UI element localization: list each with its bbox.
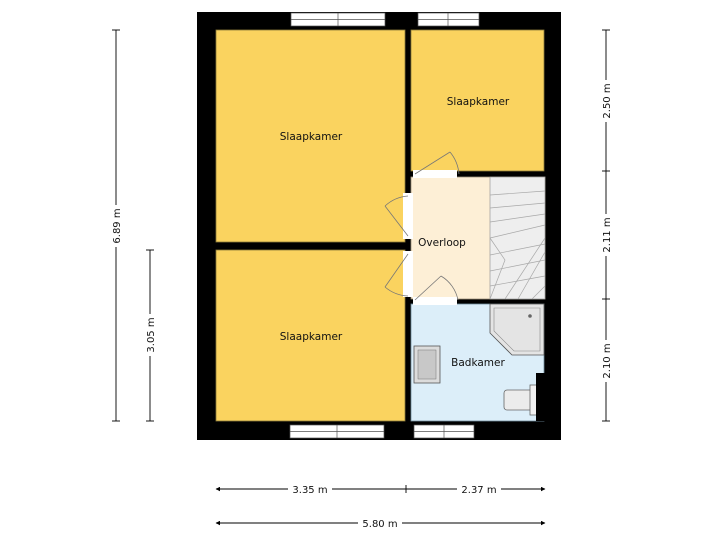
wall-notch xyxy=(536,373,561,421)
dim-label-bottom-total: 5.80 m xyxy=(362,519,397,530)
room-slaapkamer-bottom-left xyxy=(215,249,406,422)
dim-label-left-total: 6.89 m xyxy=(112,208,123,243)
dim-label-bottom-right: 2.37 m xyxy=(461,485,496,496)
label-slaapkamer-top-left: Slaapkamer xyxy=(280,131,343,143)
dimension-right: 2.50 m 2.11 m 2.10 m xyxy=(598,29,614,422)
window-top-right xyxy=(417,12,480,27)
label-overloop: Overloop xyxy=(418,237,466,249)
dimension-bottom-total: 5.80 m xyxy=(215,516,546,530)
room-slaapkamer-top-left xyxy=(215,29,406,243)
shower xyxy=(489,303,545,356)
sink xyxy=(413,345,441,384)
stairs xyxy=(489,176,546,300)
room-slaapkamer-top-right xyxy=(410,29,545,172)
toilet xyxy=(503,384,541,416)
window-top-left xyxy=(290,12,386,27)
window-bottom-right xyxy=(413,424,475,439)
dim-label-right-top: 2.50 m xyxy=(602,83,613,118)
label-badkamer: Badkamer xyxy=(451,357,505,369)
label-slaapkamer-bottom-left: Slaapkamer xyxy=(280,331,343,343)
dimension-left-lower: 3.05 m xyxy=(142,249,158,422)
dim-label-left-lower: 3.05 m xyxy=(146,317,157,352)
dim-label-right-middle: 2.11 m xyxy=(602,217,613,252)
dim-label-right-bottom: 2.10 m xyxy=(602,343,613,378)
dim-label-bottom-left: 3.35 m xyxy=(292,485,327,496)
dimension-left-total: 6.89 m xyxy=(108,29,124,422)
window-bottom-left xyxy=(289,424,385,439)
dimension-bottom-segments: 3.35 m 2.37 m xyxy=(215,482,546,496)
label-slaapkamer-top-right: Slaapkamer xyxy=(447,96,510,108)
doors xyxy=(384,151,460,305)
